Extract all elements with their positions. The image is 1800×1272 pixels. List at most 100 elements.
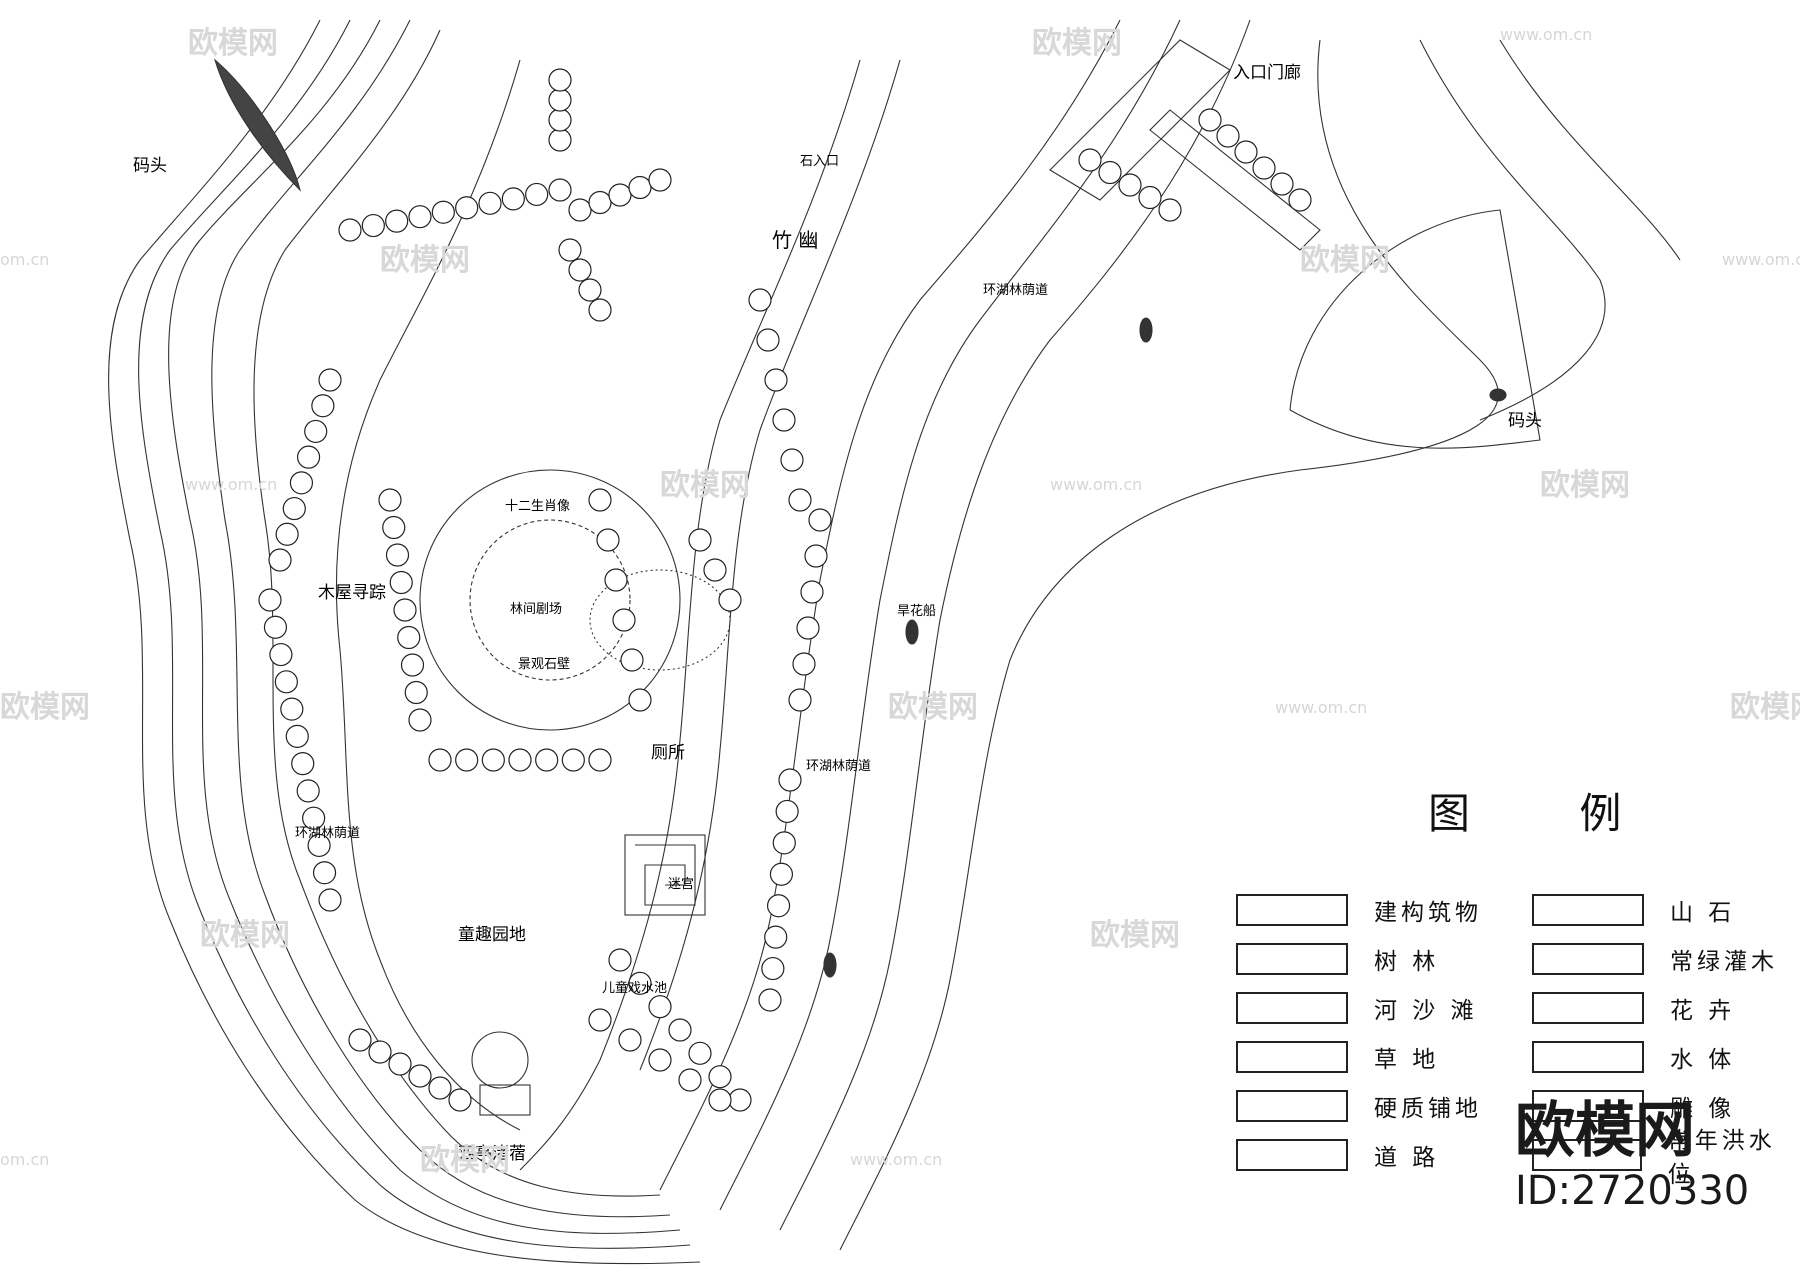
tree-symbol: [291, 752, 315, 776]
tree-symbol: [302, 806, 326, 830]
watermark-url: om.cn: [0, 250, 50, 269]
pier-fan: [1289, 209, 1541, 449]
tree-symbol: [280, 697, 304, 721]
label-pier-right: 码头: [1508, 411, 1542, 431]
tree-symbol: [764, 925, 788, 949]
tree-symbol: [263, 615, 288, 639]
tree-symbol: [282, 496, 306, 521]
tree-symbol: [478, 191, 502, 215]
tree-symbol: [501, 187, 525, 211]
tree-symbol: [756, 328, 780, 352]
road-swatch: [1236, 1139, 1348, 1171]
legend-item-label: 道 路: [1374, 1145, 1440, 1171]
pavilion: [471, 1031, 529, 1089]
legend-item: 道 路: [1236, 1137, 1439, 1173]
tree-symbol: [772, 831, 796, 855]
legend-item: 常绿灌木: [1532, 941, 1778, 977]
legend-item-label: 常年洪水位: [1667, 1128, 1776, 1188]
legend-item-label: 水 体: [1670, 1047, 1736, 1073]
legend-item: 雕 像: [1532, 1088, 1735, 1124]
tree-symbol: [800, 580, 824, 604]
legend-item: 河 沙 滩: [1236, 990, 1478, 1026]
label-toilet: 厕所: [651, 743, 685, 763]
tree-symbol: [1216, 124, 1240, 148]
brand-logo: 欧模网: [1515, 1096, 1695, 1166]
theater-plaza: [469, 519, 631, 681]
tree-symbol: [608, 948, 632, 972]
tree-symbol: [525, 182, 549, 207]
tree-symbol: [385, 209, 409, 233]
tree-symbol: [772, 408, 796, 432]
legend-item-label: 建构筑物: [1374, 900, 1482, 926]
watermark-url: www.om.cn: [1275, 698, 1368, 717]
tree-symbol: [404, 680, 428, 705]
watermark-brand: 欧模网: [1300, 243, 1390, 278]
boat: [1139, 317, 1153, 343]
label-lake-path-1: 环湖林荫道: [983, 283, 1049, 298]
tree-symbol: [1288, 188, 1312, 212]
tree-symbol: [548, 88, 572, 112]
tree-symbol: [568, 198, 592, 222]
tree-symbol: [304, 419, 328, 444]
label-pier-left: 码头: [133, 156, 167, 176]
tree-symbol: [318, 888, 342, 912]
entrance-promenade: [1149, 109, 1321, 251]
tree-symbol: [1078, 148, 1102, 172]
tree-symbol: [668, 1018, 692, 1042]
tree-symbol: [268, 548, 292, 572]
watermark-brand: 欧模网: [0, 690, 90, 725]
pavilion-deck: [479, 1084, 531, 1116]
watermark-brand: 欧模网: [1540, 468, 1630, 503]
legend-item-label: 硬质铺地: [1374, 1096, 1482, 1122]
tree-symbol: [431, 200, 455, 224]
contour-line: [168, 19, 681, 1234]
tree-symbol: [620, 648, 644, 672]
tree-symbol: [596, 528, 620, 552]
tree-symbol: [289, 471, 314, 495]
tree-symbol: [588, 748, 612, 772]
land-boat: [905, 619, 919, 645]
tree-symbol: [389, 570, 413, 595]
label-bamboo-entry: 石入口: [800, 154, 840, 169]
tree-symbol: [604, 568, 628, 592]
tree-symbol: [368, 1040, 392, 1064]
tree-symbol: [1158, 198, 1182, 222]
tree-symbol: [788, 688, 812, 712]
tree-symbol: [561, 748, 585, 772]
tree-symbol: [408, 205, 432, 229]
tree-symbol: [548, 178, 572, 202]
tree-symbol: [1098, 160, 1122, 185]
tree-symbol: [269, 642, 293, 667]
contour-line: [1499, 39, 1681, 261]
boat: [1489, 388, 1507, 402]
legend-item-label: 草 地: [1374, 1047, 1440, 1073]
tree-symbol: [648, 995, 672, 1019]
tree-symbol: [588, 1008, 612, 1032]
contour-line: [839, 39, 1499, 1251]
watermark-url: www.om.cn: [1050, 475, 1143, 494]
tree-symbol: [678, 1068, 702, 1092]
legend-item: 花 卉: [1532, 990, 1735, 1026]
tree-symbol: [588, 190, 612, 215]
legend-item-label: 树 林: [1374, 949, 1440, 975]
tree-symbol: [792, 652, 816, 676]
legend-item: 草 地: [1236, 1039, 1439, 1075]
tree-symbol: [588, 298, 612, 322]
tree-symbol: [455, 748, 479, 772]
tree-symbol: [393, 598, 417, 622]
legend-item: 建构筑物: [1236, 892, 1482, 928]
tree-symbol: [312, 861, 337, 885]
label-entrance: 入口门廊: [1233, 63, 1301, 83]
tree-symbol: [307, 833, 331, 858]
tree-symbol: [535, 748, 559, 772]
legend-item: 常年洪水位: [1532, 1128, 1800, 1188]
tree-symbol: [548, 108, 572, 132]
tree-symbol: [1270, 172, 1294, 196]
tree-symbol: [558, 238, 582, 262]
forest-swatch: [1236, 943, 1348, 975]
tree-symbol: [481, 748, 505, 772]
tree-symbol: [568, 258, 592, 282]
tree-symbol: [761, 956, 785, 981]
legend-title: 图 例: [1428, 789, 1670, 838]
